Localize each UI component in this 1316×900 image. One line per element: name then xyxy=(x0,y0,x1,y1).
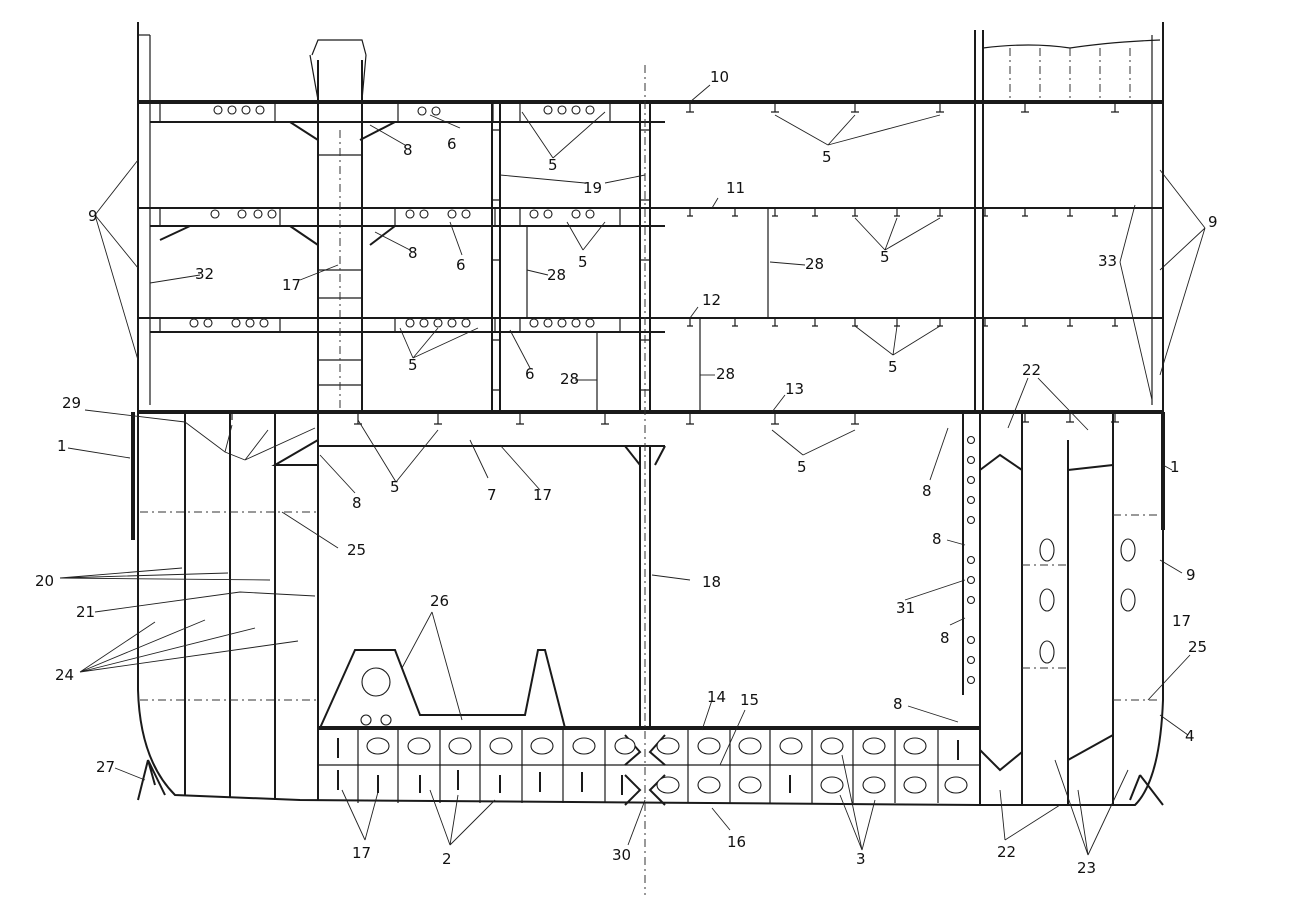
lightening-holes xyxy=(189,105,595,328)
label-33: 33 xyxy=(1098,252,1117,270)
label-1-b: 1 xyxy=(1170,458,1180,476)
label-9-c: 9 xyxy=(1186,566,1196,584)
label-7: 7 xyxy=(487,486,497,504)
label-17-d: 17 xyxy=(1172,612,1191,630)
center-pillar xyxy=(639,446,651,728)
double-bottom xyxy=(318,728,980,806)
label-5-f: 5 xyxy=(578,253,588,271)
label-17-a: 17 xyxy=(533,486,552,504)
label-5-h: 5 xyxy=(390,478,400,496)
label-24: 24 xyxy=(55,666,74,684)
label-5-b: 5 xyxy=(880,248,890,266)
label-5-g: 5 xyxy=(408,356,418,374)
deck-girders xyxy=(159,101,621,333)
label-14: 14 xyxy=(707,688,726,706)
callout-labels: 10 11 12 13 5 5 5 5 5 5 5 5 19 8 8 8 8 8… xyxy=(35,68,1218,877)
label-22-a: 22 xyxy=(997,843,1016,861)
label-30: 30 xyxy=(612,846,631,864)
label-17-c: 17 xyxy=(352,844,371,862)
label-28-d: 28 xyxy=(716,365,735,383)
label-6-a: 6 xyxy=(447,135,457,153)
label-8-g: 8 xyxy=(893,695,903,713)
label-12: 12 xyxy=(702,291,721,309)
label-6-c: 6 xyxy=(525,365,535,383)
pillars xyxy=(491,65,651,895)
port-side-frames xyxy=(131,412,319,800)
label-8-e: 8 xyxy=(932,530,942,548)
label-28-c: 28 xyxy=(560,370,579,388)
label-4: 4 xyxy=(1185,727,1195,745)
label-11: 11 xyxy=(726,179,745,197)
deck-beam-stubs xyxy=(184,102,1119,425)
label-25-b: 25 xyxy=(1188,638,1207,656)
label-8-f: 8 xyxy=(940,629,950,647)
label-2: 2 xyxy=(442,850,452,868)
leader-lines xyxy=(59,84,1206,856)
label-13: 13 xyxy=(785,380,804,398)
hull-outline xyxy=(137,22,1164,806)
label-27: 27 xyxy=(96,758,115,776)
label-8-b: 8 xyxy=(408,244,418,262)
label-8-c: 8 xyxy=(352,494,362,512)
label-6-b: 6 xyxy=(456,256,466,274)
label-17-b: 17 xyxy=(282,276,301,294)
label-32: 32 xyxy=(195,265,214,283)
label-16: 16 xyxy=(727,833,746,851)
label-21: 21 xyxy=(76,603,95,621)
label-23: 23 xyxy=(1077,859,1096,877)
label-31: 31 xyxy=(896,599,915,617)
bulkheads xyxy=(526,30,984,412)
label-29: 29 xyxy=(62,394,81,412)
label-8-d: 8 xyxy=(922,482,932,500)
label-22-b: 22 xyxy=(1022,361,1041,379)
label-28-a: 28 xyxy=(547,266,566,284)
label-15: 15 xyxy=(740,691,759,709)
label-3: 3 xyxy=(856,850,866,868)
label-1-a: 1 xyxy=(57,437,67,455)
label-19: 19 xyxy=(583,179,602,197)
label-20: 20 xyxy=(35,572,54,590)
hatch-trunk xyxy=(311,39,367,412)
label-10: 10 xyxy=(710,68,729,86)
label-8-a: 8 xyxy=(403,141,413,159)
upper-structure xyxy=(309,39,1161,102)
label-5-a: 5 xyxy=(822,148,832,166)
label-9-b: 9 xyxy=(1208,213,1218,231)
label-25-a: 25 xyxy=(347,541,366,559)
starboard-side-frames xyxy=(962,412,1165,805)
bilge-keels xyxy=(137,759,1164,806)
label-5-c: 5 xyxy=(888,358,898,376)
label-18: 18 xyxy=(702,573,721,591)
label-5-d: 5 xyxy=(797,458,807,476)
label-26: 26 xyxy=(430,592,449,610)
label-9-a: 9 xyxy=(88,207,98,225)
label-28-b: 28 xyxy=(805,255,824,273)
label-5-e: 5 xyxy=(548,156,558,174)
engine-seating xyxy=(319,649,566,729)
